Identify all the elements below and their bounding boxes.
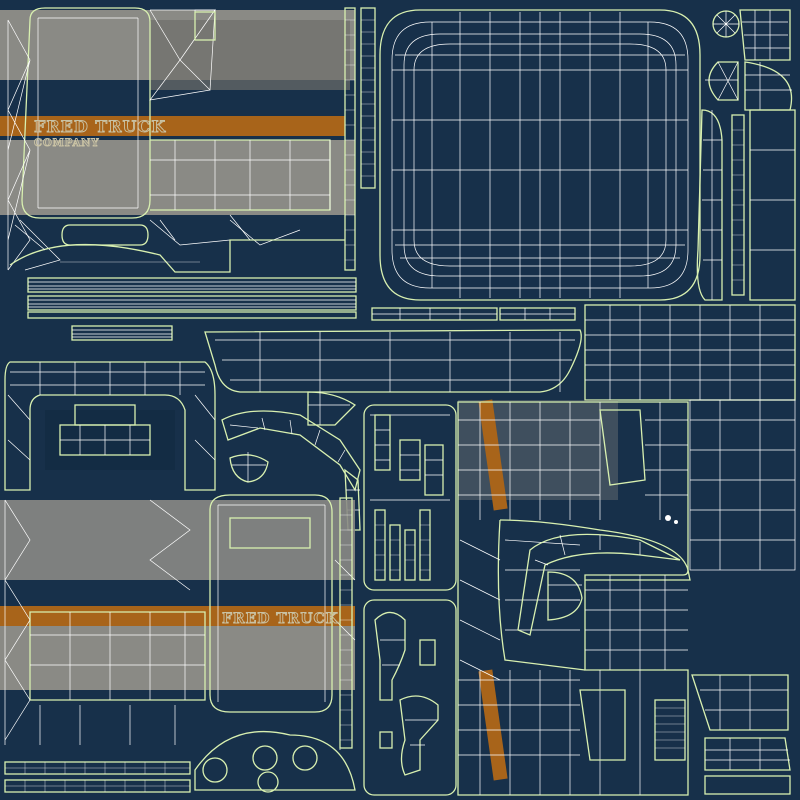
logo-text-top: FRED TRUCK (34, 117, 166, 136)
cab-front-island (4, 361, 216, 491)
parts-column-island (363, 404, 457, 796)
logo-text-bottom: FRED TRUCK (222, 611, 339, 627)
bumper-island (204, 329, 582, 393)
mirror-arms-island (221, 391, 361, 531)
strips-below-roof (371, 307, 576, 321)
bottom-right-islands (654, 674, 791, 795)
cab-side-top-island (0, 7, 356, 273)
door-side-island (457, 399, 691, 796)
roof-island (379, 9, 701, 301)
top-right-islands (696, 9, 796, 301)
diagonal-stripe-upper (478, 399, 508, 511)
cab-side-bottom-island (0, 494, 356, 793)
top-orange-stripe (0, 116, 345, 136)
logo-subtext-top: COMPANY (34, 138, 100, 149)
diagonal-stripe-lower (478, 669, 508, 781)
horizontal-strips-top (27, 261, 357, 341)
bottom-orange-stripe (0, 606, 355, 626)
horizontal-strips-bottom (4, 761, 191, 793)
floor-grid-island (584, 304, 796, 571)
tall-vertical-strip (360, 7, 376, 189)
